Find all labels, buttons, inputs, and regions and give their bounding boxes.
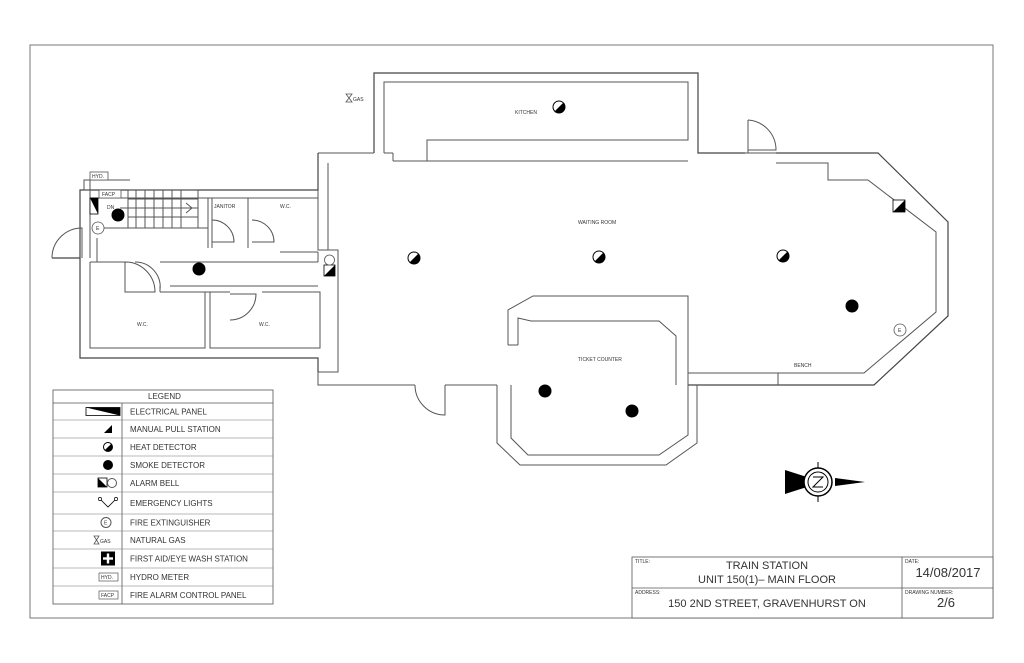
natural-gas-icon: GAS [93, 535, 111, 545]
legend-item-label: ELECTRICAL PANEL [130, 408, 207, 417]
hydro-meter-tag: HYD. [92, 174, 104, 180]
smoke-detector-icon [625, 404, 639, 418]
electrical-panel-icon [85, 407, 121, 416]
heat-detector-icon [407, 251, 421, 265]
title-block: TITLE: TRAIN STATION UNIT 150(1)– MAIN F… [631, 556, 994, 619]
heat-detector-icon [552, 100, 566, 114]
legend-item-label: EMERGENCY LIGHTS [130, 499, 213, 508]
door-swings [51, 119, 777, 416]
hydro-meter-icon: HYD. [98, 572, 119, 582]
plan-symbols: HYD. FACP E E GAS [89, 93, 907, 418]
drawing-number: 2/6 [937, 595, 955, 610]
title-label: TITLE: [635, 559, 650, 565]
drawing-title-line2: UNIT 150(1)– MAIN FLOOR [698, 574, 836, 586]
heat-detector-icon [103, 442, 113, 452]
room-bench: BENCH [794, 363, 812, 369]
manual-pull-station-icon [104, 425, 112, 433]
drawing-number-label: DRAWING NUMBER: [905, 590, 953, 596]
legend-item-label: FIRST AID/EYE WASH STATION [130, 555, 248, 564]
legend-item-label: FIRE EXTINGUISHER [130, 519, 211, 528]
room-labels: KITCHEN WAITING ROOM TICKET COUNTER BENC… [107, 110, 812, 369]
room-waiting-room: WAITING ROOM [578, 220, 616, 226]
smoke-detector-icon [538, 384, 552, 398]
heat-detector-icon [592, 250, 606, 264]
room-wc-top: W.C. [280, 204, 291, 210]
room-wc-mid: W.C. [259, 322, 270, 328]
facp-tag: FACP [102, 192, 116, 198]
legend-item-label: HYDRO METER [130, 573, 189, 582]
smoke-detector-icon [103, 460, 113, 470]
room-ticket-counter: TICKET COUNTER [578, 357, 622, 363]
svg-text:E: E [898, 328, 902, 334]
emergency-lights-icon [98, 497, 118, 508]
alarm-bell-icon [97, 477, 117, 488]
address-label: ADDRESS: [635, 590, 661, 596]
svg-text:E: E [104, 521, 108, 527]
svg-text:HYD.: HYD. [101, 575, 113, 581]
legend-item-label: HEAT DETECTOR [130, 443, 197, 452]
svg-text:GAS: GAS [353, 97, 364, 103]
legend-item-label: NATURAL GAS [130, 536, 186, 545]
room-kitchen: KITCHEN [515, 110, 537, 116]
smoke-detector-icon [845, 299, 859, 313]
drawing-date: 14/08/2017 [915, 565, 980, 580]
smoke-detector-icon [111, 208, 125, 222]
legend-title: LEGEND [148, 392, 181, 401]
drawing-title-line1: TRAIN STATION [726, 560, 808, 572]
room-janitor: JANITOR [214, 204, 236, 210]
legend: LEGEND ELECTRICAL PANEL MANUAL PULL STATI… [52, 389, 274, 605]
heat-detector-icon [776, 249, 790, 263]
north-arrow-icon [785, 462, 865, 502]
facp-icon: FACP [98, 590, 119, 600]
natural-gas-icon: GAS [345, 93, 364, 103]
room-wc-left: W.C. [137, 322, 148, 328]
svg-text:FACP: FACP [101, 593, 115, 599]
date-label: DATE: [905, 559, 919, 565]
legend-item-label: ALARM BELL [130, 479, 180, 488]
stairs [120, 189, 199, 229]
fire-extinguisher-icon [893, 323, 907, 337]
alarm-bell-icon [323, 254, 336, 277]
legend-item-label: SMOKE DETECTOR [130, 461, 205, 470]
legend-item-label: MANUAL PULL STATION [130, 425, 221, 434]
smoke-detector-icon [192, 262, 206, 276]
svg-text:E: E [96, 226, 100, 232]
stair-dn-label: DN [107, 205, 115, 211]
manual-pull-station-icon [892, 199, 906, 213]
svg-text:GAS: GAS [100, 539, 111, 545]
fire-extinguisher-icon: E [100, 517, 112, 528]
drawing-address: 150 2ND STREET, GRAVENHURST ON [668, 598, 866, 610]
legend-item-label: FIRE ALARM CONTROL PANEL [130, 591, 247, 600]
building-walls [51, 72, 949, 466]
first-aid-icon [101, 551, 115, 566]
electrical-panel-icon [89, 197, 99, 215]
fire-extinguisher-icon [91, 221, 105, 235]
sheet-border [29, 44, 994, 619]
